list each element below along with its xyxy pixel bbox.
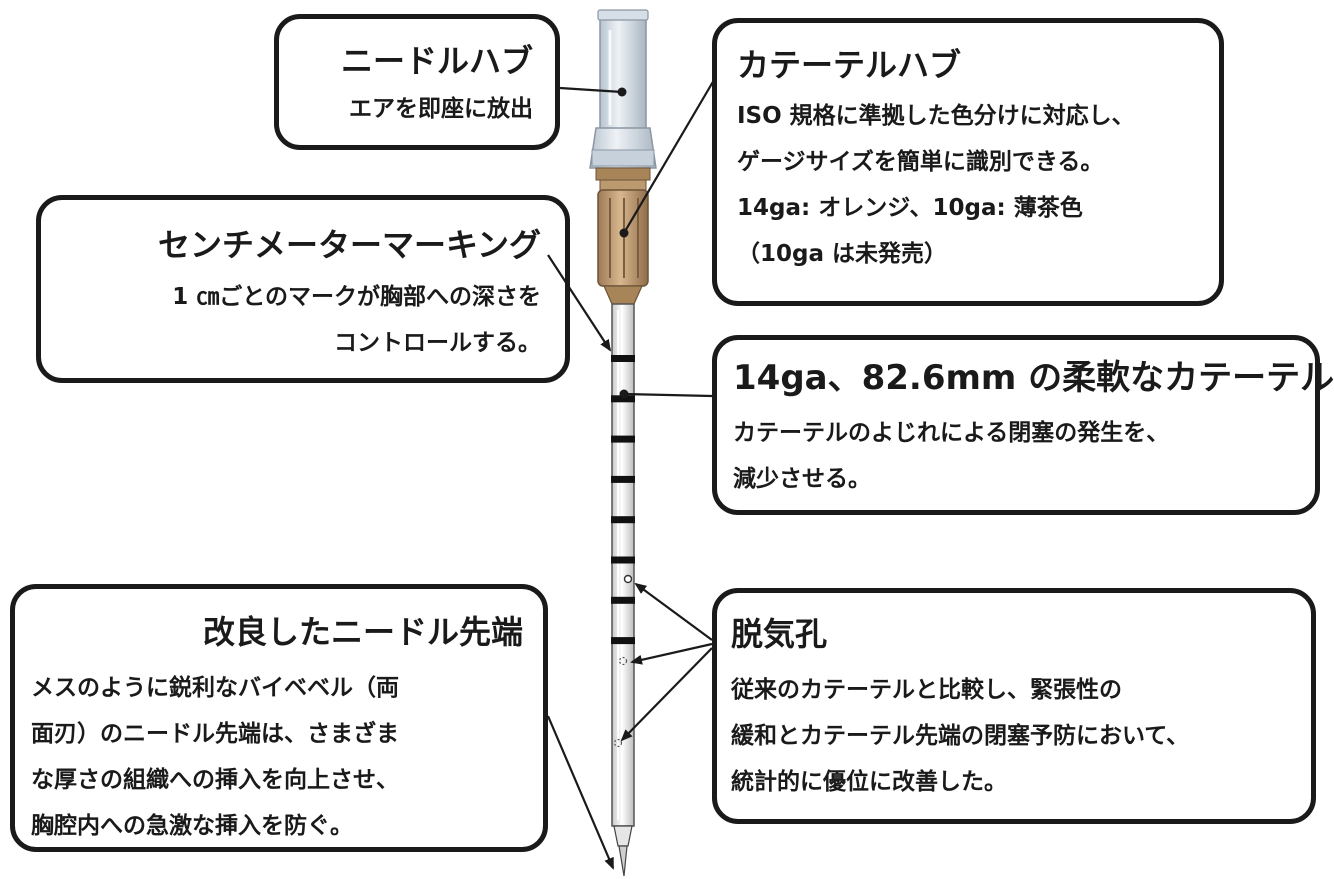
catheter-callout: 14ga、82.6mm の柔軟なカテーテル カテーテルのよじれによる閉塞の発生を… — [712, 335, 1334, 515]
vent-leader-3 — [620, 647, 713, 742]
cm-marking — [611, 435, 635, 443]
needle-hub-leader — [559, 86, 623, 94]
needle-hub-text: エアを即座に放出 — [349, 96, 533, 122]
catheter-leader-dot — [619, 389, 629, 399]
vent-leader-1 — [634, 582, 713, 641]
catheter-hub-text-3: 14ga: オレンジ、10ga: 薄茶色 — [737, 195, 1083, 221]
catheter-text-2: 減少させる。 — [733, 466, 871, 492]
cm-marking — [611, 516, 635, 524]
cm-marking — [611, 475, 635, 483]
catheter-hub-leader — [623, 79, 715, 234]
cm-marking-callout: センチメーターマーキング 1 ㎝ごとのマークが胸部への深さを コントロールする。 — [36, 195, 570, 383]
needle-hub-title: ニードルハブ — [340, 42, 533, 80]
catheter-hub-text-4: （10ga は未発売） — [737, 241, 947, 267]
catheter-text-1: カテーテルのよじれによる閉塞の発生を、 — [733, 420, 1170, 446]
needle-hub-leader-dot — [617, 87, 627, 97]
cm-marking-text-1: 1 ㎝ごとのマークが胸部への深さを — [172, 284, 541, 310]
vent-hole-text-3: 統計的に優位に改善した。 — [731, 769, 1007, 795]
vent-hole-callout: 脱気孔 従来のカテーテルと比較し、緊張性の 緩和とカテーテル先端の閉塞予防におい… — [712, 588, 1316, 824]
needle-tip-part — [613, 825, 633, 877]
needle-tip-title: 改良したニードル先端 — [202, 613, 523, 651]
needle-tip-text-2: 面刃）のニードル先端は、さまざま — [31, 721, 399, 747]
vent-hole-title: 脱気孔 — [731, 615, 828, 653]
needle-hub-part — [589, 9, 657, 169]
vent-hole — [623, 574, 633, 584]
catheter-hub-leader-dot — [619, 228, 629, 238]
catheter-hub-text-2: ゲージサイズを簡単に識別できる。 — [737, 149, 1104, 175]
cm-marking — [611, 395, 635, 403]
needle-tip-leader — [546, 715, 615, 870]
cm-marking-title: センチメーターマーキング — [157, 226, 541, 264]
catheter-hub-text-1: ISO 規格に準拠した色分けに対応し、 — [737, 103, 1135, 129]
needle-tip-text-1: メスのように鋭利なバイベベル（両 — [31, 675, 399, 701]
catheter-hub-part — [595, 167, 651, 305]
vent-holes — [613, 574, 633, 748]
cm-marking — [611, 355, 635, 362]
cm-marking — [611, 596, 635, 604]
vent-leader-2 — [630, 642, 713, 665]
catheter-hub-callout: カテーテルハブ ISO 規格に準拠した色分けに対応し、 ゲージサイズを簡単に識別… — [712, 18, 1224, 306]
vent-hole — [618, 656, 628, 666]
vent-hole-text-1: 従来のカテーテルと比較し、緊張性の — [731, 677, 1122, 703]
cm-marking-text-2: コントロールする。 — [334, 330, 541, 356]
cm-markings — [611, 355, 635, 645]
needle-tip-text-4: 胸腔内への急激な挿入を防ぐ。 — [31, 813, 353, 839]
catheter-body-part — [611, 303, 635, 827]
leader-lines — [546, 79, 715, 870]
cm-marking — [611, 556, 635, 564]
needle-tip-text-3: な厚さの組織への挿入を向上させ、 — [31, 767, 399, 793]
vent-hole-text-2: 緩和とカテーテル先端の閉塞予防において、 — [731, 723, 1190, 749]
needle-hub-callout: ニードルハブ エアを即座に放出 — [274, 14, 560, 150]
catheter-leader — [623, 392, 713, 398]
catheter-hub-title: カテーテルハブ — [737, 46, 962, 84]
needle-tip-callout: 改良したニードル先端 メスのように鋭利なバイベベル（両 面刃）のニードル先端は、… — [10, 584, 548, 852]
catheter-title: 14ga、82.6mm の柔軟なカテーテル — [733, 358, 1334, 398]
cm-marking — [611, 637, 635, 645]
vent-hole — [613, 738, 623, 748]
